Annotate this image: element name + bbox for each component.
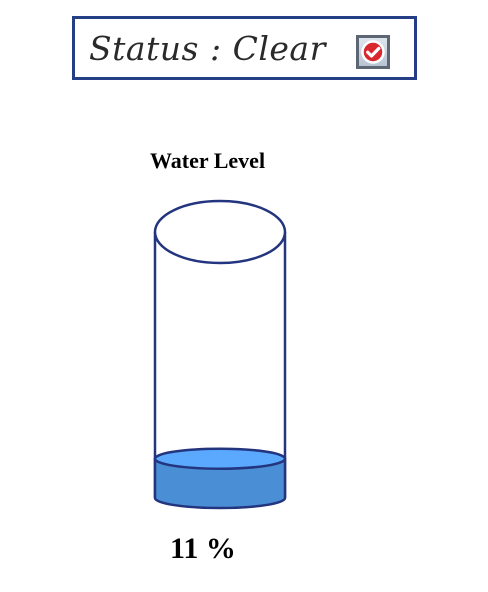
water-surface — [153, 447, 287, 470]
check-circle-icon — [361, 40, 385, 64]
status-panel: Status : Clear — [72, 16, 417, 80]
gauge-title: Water Level — [150, 148, 266, 173]
water-level-percent: 11 % — [170, 532, 236, 565]
water-fill — [153, 457, 287, 510]
status-button[interactable] — [356, 35, 390, 69]
tank-top — [153, 199, 287, 265]
water-tank — [153, 199, 287, 510]
status-label: Status : Clear — [89, 29, 326, 68]
